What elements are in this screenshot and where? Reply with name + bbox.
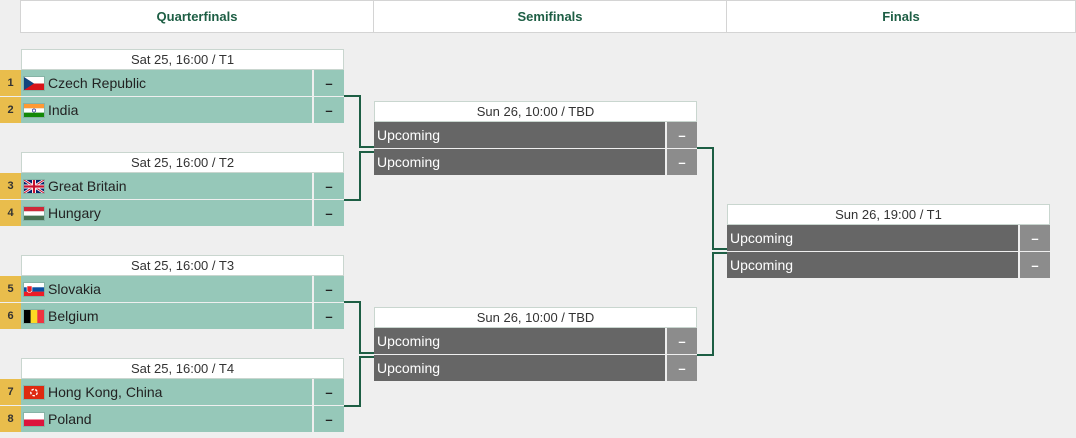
match-info: Sun 26, 10:00 / TBD	[374, 307, 697, 328]
team-name-cell: Hong Kong, China	[21, 379, 312, 405]
team-name: Hong Kong, China	[48, 384, 163, 400]
india-flag-icon	[24, 103, 44, 117]
connector-qf1-sf1	[344, 95, 374, 148]
team-row-hungary[interactable]: 4 Hungary –	[0, 200, 344, 226]
team-score: –	[314, 379, 344, 405]
team-name: Upcoming	[377, 127, 441, 143]
team-name-cell: Upcoming	[374, 328, 665, 354]
seed-badge: 2	[0, 97, 21, 123]
team-name-cell: Upcoming	[727, 252, 1018, 278]
sf-match-1: Sun 26, 10:00 / TBD Upcoming – Upcoming …	[374, 101, 697, 176]
qf-match-4: Sat 25, 16:00 / T4 7 Hong Kong, China – …	[0, 358, 344, 433]
team-row-poland[interactable]: 8 Poland –	[0, 406, 344, 432]
team-name: Czech Republic	[48, 75, 147, 91]
connector-qf3-sf2	[344, 301, 374, 354]
seed-badge: 7	[0, 379, 21, 405]
team-row-upcoming[interactable]: Upcoming –	[374, 328, 697, 354]
team-name-cell: India	[21, 97, 312, 123]
uk-flag-icon	[24, 179, 44, 193]
team-name-cell: Upcoming	[374, 122, 665, 148]
match-info: Sat 25, 16:00 / T1	[21, 49, 344, 70]
team-row-upcoming[interactable]: Upcoming –	[374, 355, 697, 381]
sf-match-2: Sun 26, 10:00 / TBD Upcoming – Upcoming …	[374, 307, 697, 382]
connector-sf1-final	[697, 147, 727, 250]
team-row-upcoming[interactable]: Upcoming –	[374, 149, 697, 175]
czech-flag-icon	[24, 76, 44, 90]
team-score: –	[314, 70, 344, 96]
team-score: –	[667, 355, 697, 381]
qf-match-3: Sat 25, 16:00 / T3 5 Slovakia – 6 Belgiu…	[0, 255, 344, 330]
team-name: Upcoming	[377, 333, 441, 349]
round-header-finals: Finals	[726, 0, 1076, 33]
hungary-flag-icon	[24, 206, 44, 220]
team-name-cell: Belgium	[21, 303, 312, 329]
team-row-slovakia[interactable]: 5 Slovakia –	[0, 276, 344, 302]
team-score: –	[1020, 225, 1050, 251]
team-row-upcoming[interactable]: Upcoming –	[374, 122, 697, 148]
team-row-great-britain[interactable]: 3 Great Britain –	[0, 173, 344, 199]
connector-qf2-sf1	[344, 151, 374, 201]
team-name-cell: Hungary	[21, 200, 312, 226]
qf-match-2: Sat 25, 16:00 / T2 3 Great Britain – 4 H…	[0, 152, 344, 227]
round-header-quarterfinals: Quarterfinals	[20, 0, 374, 33]
seed-badge: 5	[0, 276, 21, 302]
match-info: Sun 26, 19:00 / T1	[727, 204, 1050, 225]
team-score: –	[667, 122, 697, 148]
team-score: –	[314, 303, 344, 329]
team-name: Upcoming	[730, 257, 794, 273]
team-name: Upcoming	[377, 154, 441, 170]
team-name: Belgium	[48, 308, 99, 324]
team-row-india[interactable]: 2 India –	[0, 97, 344, 123]
team-name-cell: Upcoming	[374, 355, 665, 381]
match-info: Sat 25, 16:00 / T4	[21, 358, 344, 379]
team-score: –	[314, 97, 344, 123]
seed-badge: 4	[0, 200, 21, 226]
team-row-upcoming[interactable]: Upcoming –	[727, 225, 1050, 251]
team-score: –	[1020, 252, 1050, 278]
team-score: –	[314, 406, 344, 432]
qf-match-1: Sat 25, 16:00 / T1 1 Czech Republic – 2 …	[0, 49, 344, 124]
team-score: –	[667, 328, 697, 354]
team-name: Great Britain	[48, 178, 127, 194]
team-name: India	[48, 102, 79, 118]
match-info: Sat 25, 16:00 / T3	[21, 255, 344, 276]
team-name-cell: Upcoming	[374, 149, 665, 175]
team-name-cell: Slovakia	[21, 276, 312, 302]
poland-flag-icon	[24, 412, 44, 426]
hongkong-flag-icon	[24, 385, 44, 399]
slovakia-flag-icon	[24, 282, 44, 296]
team-score: –	[314, 276, 344, 302]
connector-sf2-final	[697, 252, 727, 356]
team-row-upcoming[interactable]: Upcoming –	[727, 252, 1050, 278]
connector-qf4-sf2	[344, 356, 374, 407]
match-info: Sun 26, 10:00 / TBD	[374, 101, 697, 122]
seed-badge: 6	[0, 303, 21, 329]
belgium-flag-icon	[24, 309, 44, 323]
team-name-cell: Upcoming	[727, 225, 1018, 251]
seed-badge: 8	[0, 406, 21, 432]
team-name: Slovakia	[48, 281, 101, 297]
team-name: Hungary	[48, 205, 101, 221]
match-info: Sat 25, 16:00 / T2	[21, 152, 344, 173]
team-name: Upcoming	[377, 360, 441, 376]
team-score: –	[314, 200, 344, 226]
final-match: Sun 26, 19:00 / T1 Upcoming – Upcoming –	[727, 204, 1050, 279]
seed-badge: 3	[0, 173, 21, 199]
team-name-cell: Great Britain	[21, 173, 312, 199]
team-name-cell: Poland	[21, 406, 312, 432]
team-row-hong-kong-china[interactable]: 7 Hong Kong, China –	[0, 379, 344, 405]
team-name-cell: Czech Republic	[21, 70, 312, 96]
team-score: –	[667, 149, 697, 175]
team-row-czech-republic[interactable]: 1 Czech Republic –	[0, 70, 344, 96]
team-name: Upcoming	[730, 230, 794, 246]
team-row-belgium[interactable]: 6 Belgium –	[0, 303, 344, 329]
team-name: Poland	[48, 411, 92, 427]
seed-badge: 1	[0, 70, 21, 96]
team-score: –	[314, 173, 344, 199]
round-header-semifinals: Semifinals	[373, 0, 727, 33]
